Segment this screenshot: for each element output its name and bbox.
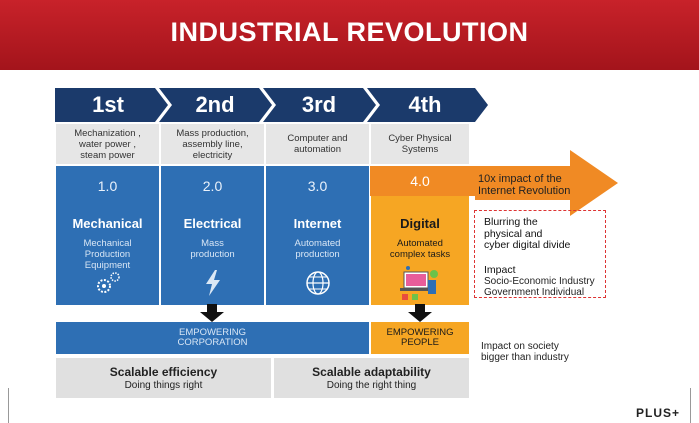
scalable-efficiency-box: Scalable efficiency Doing things right — [56, 358, 271, 398]
chevron-label-4th: 4th — [408, 92, 442, 117]
chevron-label-1st: 1st — [92, 92, 124, 117]
era-number-4: 4.0 — [410, 173, 430, 189]
globe-icon — [305, 271, 330, 295]
title-banner — [0, 0, 699, 70]
frame-line-left — [8, 388, 9, 423]
chevron-3rd — [263, 88, 376, 122]
impact-title: Impact — [484, 264, 516, 276]
impact-arrow — [475, 150, 618, 216]
lightning-icon — [205, 270, 220, 296]
era-chevron-bar — [55, 88, 488, 122]
frame-line-right — [690, 388, 691, 423]
era-description-2: Mass production,assembly line,electricit… — [161, 124, 264, 164]
chevron-2nd — [159, 88, 272, 122]
scalable-adaptability-box: Scalable adaptability Doing the right th… — [274, 358, 469, 398]
page-title: INDUSTRIAL REVOLUTION — [170, 17, 529, 47]
down-arrow-icon — [408, 304, 432, 322]
impact-arrow-tail — [370, 166, 475, 196]
chevron-1st — [55, 88, 168, 122]
gears-icon — [96, 272, 120, 293]
down-arrow-icon — [200, 304, 224, 322]
chevron-label-2nd: 2nd — [195, 92, 235, 117]
blurring-callout — [474, 210, 606, 298]
chevron-4th — [367, 88, 488, 122]
devices-icon — [400, 266, 438, 300]
chevron-label-3rd: 3rd — [301, 92, 337, 117]
brand-logo: PLUS+ — [636, 406, 681, 420]
era-description-1: Mechanization ,water power ,steam power — [56, 124, 159, 164]
